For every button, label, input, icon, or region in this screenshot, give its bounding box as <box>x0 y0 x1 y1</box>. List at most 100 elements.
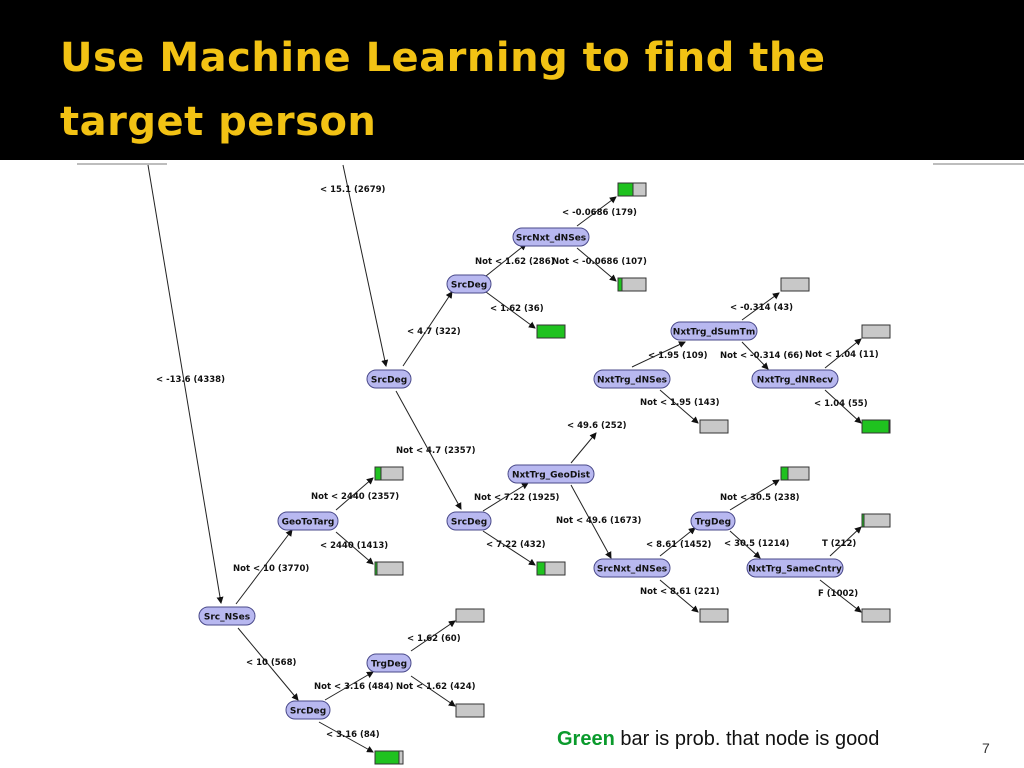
leaf-bar-background <box>699 608 729 623</box>
leaf-good-probability-bar <box>861 513 865 528</box>
slide-title-line-2: target person <box>60 99 377 145</box>
tree-edge <box>237 627 299 701</box>
leaf-good-probability-bar <box>780 466 789 481</box>
tree-edge <box>576 247 617 282</box>
leaf-bar-background <box>780 277 810 292</box>
tree-nodes: Src_NSesSrcDegSrcDegSrcNxt_dNSesGeoToTar… <box>198 227 844 720</box>
leaf-good-probability-bar <box>374 466 382 481</box>
tree-edge <box>659 527 696 557</box>
edge-split-label: Not < 4.7 (2357) <box>396 446 476 456</box>
tree-node-shape <box>512 227 590 247</box>
tree-node-shape <box>446 511 492 531</box>
edge-split-label: < -0.0686 (179) <box>562 208 637 218</box>
edge-split-label: Not < -0.0686 (107) <box>552 257 647 267</box>
tree-node-shape <box>285 700 331 720</box>
edge-split-label: Not < 3.16 (484) <box>314 682 394 692</box>
leaf-bar-background <box>455 608 485 623</box>
edge-split-label: Not < -0.314 (66) <box>720 351 803 361</box>
tree-edge <box>410 675 456 707</box>
edge-split-label: < 4.7 (322) <box>407 327 461 337</box>
tree-edge <box>410 620 456 652</box>
tree-node-label: NxtTrg_dSumTm <box>673 328 755 338</box>
tree-edge <box>235 529 293 605</box>
leaf-good-probability-bar <box>374 750 400 765</box>
edge-split-label: < 15.1 (2679) <box>320 185 386 195</box>
tree-node-shape <box>507 464 595 484</box>
leaf-bar-background <box>374 561 404 576</box>
tree-edge <box>342 164 389 367</box>
tree-node-label: TrgDeg <box>371 660 407 670</box>
tree-edge <box>659 389 699 424</box>
tree-node-label: NxtTrg_GeoDist <box>512 471 591 481</box>
leaf-good-probability-bar <box>617 277 623 292</box>
edge-split-label: Not < 10 (3770) <box>233 564 309 574</box>
tree-node-shape <box>746 558 844 578</box>
tree-edge <box>631 341 686 368</box>
leaf-bar-background <box>861 608 891 623</box>
tree-node-label: SrcNxt_dNSes <box>597 565 667 575</box>
tree-edge <box>318 721 374 753</box>
tree-edge <box>819 579 862 613</box>
edge-split-label: Not < 49.6 (1673) <box>556 516 642 526</box>
tree-edge <box>729 530 761 559</box>
tree-node-label: NxtTrg_SameCntry <box>748 565 842 575</box>
edge-split-label: F (1002) <box>818 589 858 599</box>
tree-edge <box>576 196 617 227</box>
edge-split-label: < 30.5 (1214) <box>724 539 790 549</box>
tree-edges <box>147 164 862 753</box>
edge-split-label: < 8.61 (1452) <box>646 540 712 550</box>
tree-node-label: SrcDeg <box>371 376 407 386</box>
tree-edge <box>485 243 527 277</box>
edge-split-label: Not < 1.62 (424) <box>396 682 476 692</box>
tree-node-label: GeoToTarg <box>282 518 335 528</box>
leaf-bar-background <box>699 419 729 434</box>
edge-split-label: < -13.6 (4338) <box>156 375 225 385</box>
edge-split-label: < 1.04 (55) <box>814 399 868 409</box>
tree-node-shape <box>593 369 671 389</box>
tree-edge <box>335 531 374 565</box>
tree-node-shape <box>670 321 758 341</box>
slide-header <box>0 0 1024 160</box>
tree-node-shape <box>198 606 256 626</box>
tree-node-shape <box>690 511 736 531</box>
tree-edge <box>482 482 529 512</box>
tree-node-label: SrcDeg <box>451 518 487 528</box>
leaf-bar-background <box>455 703 485 718</box>
tree-node-shape <box>366 653 412 673</box>
tree-edge <box>659 579 699 613</box>
tree-edge <box>395 390 462 510</box>
tree-node-label: SrcDeg <box>290 707 326 717</box>
tree-edge <box>147 164 224 604</box>
legend-caption: Green bar is prob. that node is good <box>557 728 879 751</box>
tree-edge <box>829 526 862 557</box>
tree-node-label: NxtTrg_dNRecv <box>757 376 834 386</box>
header-divider-right <box>933 163 1024 165</box>
leaf-bar-background <box>861 513 891 528</box>
tree-edge <box>402 291 453 367</box>
slide-title: Use Machine Learning to find the target … <box>60 26 980 154</box>
edge-split-label: Not < 1.04 (11) <box>805 350 879 360</box>
tree-edge <box>335 477 374 511</box>
edge-split-label: < -0.314 (43) <box>730 303 793 313</box>
leaf-good-probability-bar <box>617 182 634 197</box>
tree-edge <box>570 484 612 559</box>
tree-node-shape <box>446 274 492 294</box>
tree-edge <box>741 341 769 370</box>
tree-edge <box>324 671 374 701</box>
edge-split-label: T (212) <box>822 539 856 549</box>
tree-edge <box>729 479 780 511</box>
tree-node-shape <box>751 369 839 389</box>
tree-edge-labels: < -13.6 (4338) < 15.1 (2679) < -0.0686 (17… <box>156 185 879 740</box>
tree-edge <box>485 291 536 329</box>
edge-split-label: < 2440 (1413) <box>320 541 388 551</box>
edge-split-label: < 3.16 (84) <box>326 730 380 740</box>
tree-edge <box>741 292 780 321</box>
tree-edge <box>482 530 536 566</box>
tree-node-shape <box>366 369 412 389</box>
page-number: 7 <box>982 740 990 756</box>
edge-split-label: Not < 1.62 (286) <box>475 257 555 267</box>
leaf-good-probability-bar <box>861 419 890 434</box>
leaf-bar-background <box>861 324 891 339</box>
tree-node-label: SrcDeg <box>451 281 487 291</box>
tree-node-label: SrcNxt_dNSes <box>516 234 586 244</box>
